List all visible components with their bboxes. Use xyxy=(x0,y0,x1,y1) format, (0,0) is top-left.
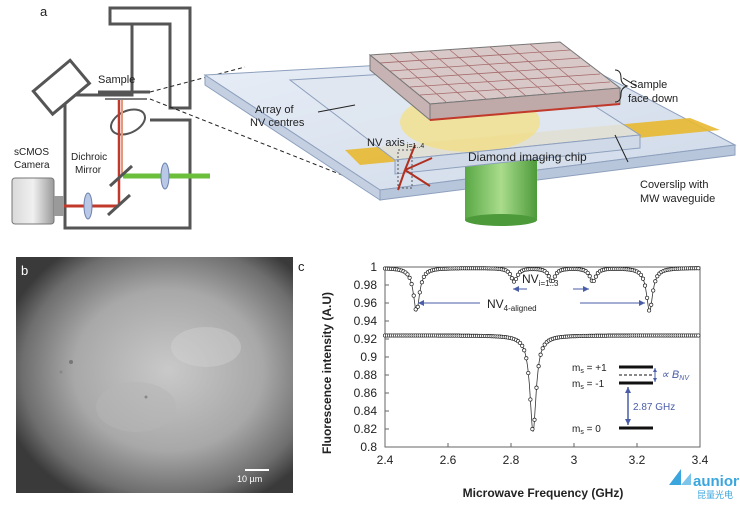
svg-text:sCMOS: sCMOS xyxy=(14,147,49,158)
data-point xyxy=(587,274,592,279)
label-sample: Sample xyxy=(98,74,135,86)
data-point xyxy=(509,276,514,281)
data-point xyxy=(642,283,648,288)
data-point xyxy=(538,352,543,357)
y-tick-label: 0.82 xyxy=(354,422,378,436)
y-tick-label: 0.92 xyxy=(354,332,378,346)
svg-text:face down: face down xyxy=(628,93,678,105)
y-tick-label: 0.8 xyxy=(360,440,377,454)
x-tick-label: 2.4 xyxy=(377,453,394,467)
data-point xyxy=(536,364,541,369)
data-point xyxy=(407,275,412,280)
data-point xyxy=(546,274,551,279)
data-point xyxy=(528,397,533,402)
data-point xyxy=(516,272,521,277)
svg-text:Diamond imaging chip: Diamond imaging chip xyxy=(468,150,587,164)
data-point xyxy=(411,293,416,298)
x-tick-label: 3 xyxy=(571,453,578,467)
microscope-frame xyxy=(63,6,192,230)
svg-text:Array of: Array of xyxy=(255,104,294,116)
data-point xyxy=(655,274,660,279)
zfs-label: 2.87 GHz xyxy=(633,402,675,413)
watermark-logo: aunion 昆量光电 xyxy=(669,469,739,500)
camera-body xyxy=(11,177,55,225)
fluorescence-micrograph xyxy=(16,257,293,493)
panel-label-c: c xyxy=(298,259,305,274)
data-point xyxy=(513,276,519,282)
data-point xyxy=(540,346,545,351)
x-tick-label: 2.6 xyxy=(440,453,457,467)
svg-text:Sample: Sample xyxy=(630,79,667,91)
svg-text:Coverslip with: Coverslip with xyxy=(640,179,708,191)
data-point xyxy=(696,266,701,271)
y-tick-label: 0.88 xyxy=(354,368,378,382)
nv-i-label: NVi=1..3 xyxy=(522,272,559,288)
data-point xyxy=(593,274,598,279)
data-point xyxy=(415,304,420,309)
x-tick-label: 3.4 xyxy=(692,453,709,467)
data-point xyxy=(507,272,512,277)
eyepiece-tube xyxy=(31,58,92,117)
data-point xyxy=(511,279,517,284)
data-point xyxy=(409,282,414,287)
data-point xyxy=(552,274,557,279)
data-point xyxy=(530,427,535,432)
y-tick-label: 1 xyxy=(370,260,377,274)
data-point xyxy=(640,276,646,281)
y-tick-label: 0.9 xyxy=(360,350,377,364)
svg-text:NV centres: NV centres xyxy=(250,117,305,129)
y-tick-label: 0.94 xyxy=(354,314,378,328)
data-point xyxy=(653,279,658,284)
data-point xyxy=(696,333,701,338)
data-point xyxy=(421,274,426,279)
y-tick-label: 0.96 xyxy=(354,296,378,310)
svg-text:Dichroic: Dichroic xyxy=(71,152,107,163)
proportional-label: ∝ BNV xyxy=(661,369,690,382)
scale-bar xyxy=(245,469,269,471)
y-tick-label: 0.86 xyxy=(354,386,378,400)
panel-label-a: a xyxy=(40,4,48,19)
data-point xyxy=(532,417,537,422)
svg-text:ms = 0: ms = 0 xyxy=(572,424,601,436)
data-point xyxy=(638,272,643,277)
svg-text:昆量光电: 昆量光电 xyxy=(697,489,733,500)
svg-text:Camera: Camera xyxy=(14,160,50,171)
data-point xyxy=(524,356,529,361)
panel-label-b: b xyxy=(21,263,29,278)
setup-illustration: Sample sCMOS Camera Dichroic Mirror Arra… xyxy=(11,6,737,230)
scale-label: 10 µm xyxy=(237,474,263,484)
data-point xyxy=(405,272,410,277)
y-tick-label: 0.98 xyxy=(354,278,378,292)
svg-text:ms = +1: ms = +1 xyxy=(572,363,607,375)
data-point xyxy=(550,278,555,284)
y-axis-title: Fluorescence intensity (A.U) xyxy=(320,292,334,454)
data-point xyxy=(413,307,418,312)
data-point xyxy=(520,343,525,348)
data-point xyxy=(591,278,596,284)
data-point xyxy=(522,348,527,353)
data-point xyxy=(417,290,422,295)
data-point xyxy=(585,270,590,275)
odmr-chart: 2.4 2.6 2.8 3 3.2 3.4 0.8 0.82 0.84 0.86 0.88 0.9 0.… xyxy=(320,260,709,500)
data-point xyxy=(419,280,424,285)
svg-text:ms = -1: ms = -1 xyxy=(572,379,605,391)
x-tick-label: 2.8 xyxy=(503,453,520,467)
svg-text:MW waveguide: MW waveguide xyxy=(640,193,715,205)
data-point xyxy=(645,295,650,300)
data-point xyxy=(647,308,652,313)
svg-text:aunion: aunion xyxy=(693,473,739,490)
data-point xyxy=(526,370,531,376)
data-point xyxy=(651,288,656,293)
data-point xyxy=(649,302,654,307)
y-tick-label: 0.84 xyxy=(354,404,378,418)
svg-text:Mirror: Mirror xyxy=(75,165,102,176)
data-point xyxy=(544,270,549,275)
x-axis-title: Microwave Frequency (GHz) xyxy=(463,486,624,500)
nv-aligned-label: NV4-aligned xyxy=(487,297,537,313)
data-point xyxy=(518,340,523,346)
x-tick-label: 3.2 xyxy=(629,453,646,467)
data-point xyxy=(534,385,539,390)
